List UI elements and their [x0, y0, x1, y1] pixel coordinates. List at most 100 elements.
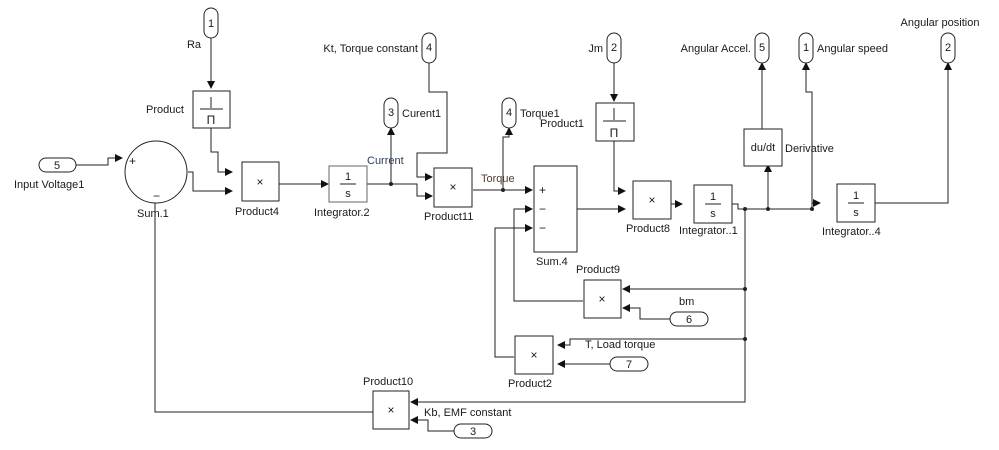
junction-speed-b — [766, 207, 770, 211]
inport-label: Kt, Torque constant — [323, 43, 418, 55]
junction-torque — [501, 188, 505, 192]
block-numerator: 1 — [853, 190, 859, 202]
wire-speed-feedback-bus[interactable] — [410, 209, 746, 406]
inport-load-torque[interactable]: 7 T, Load torque — [585, 339, 655, 372]
junction-speed-a — [743, 207, 747, 211]
block-derivative[interactable]: du/dt Derivative — [743, 128, 834, 167]
wire-speed-to-product2[interactable] — [557, 338, 745, 349]
block-product11[interactable]: × Product11 — [424, 167, 473, 223]
inport-kb[interactable]: 3 Kb, EMF constant — [424, 407, 511, 439]
inport-label: Ra — [187, 39, 202, 51]
junction-dots — [389, 182, 814, 341]
block-label: Integrator.2 — [314, 207, 370, 219]
block-symbol: × — [256, 175, 263, 189]
block-product[interactable]: Π Product — [146, 90, 231, 129]
inport-number: 6 — [686, 314, 692, 326]
block-symbol: × — [598, 292, 605, 306]
outport-number: 5 — [759, 42, 765, 54]
wire-product2-to-sum4[interactable] — [494, 224, 533, 358]
block-label: Integrator..4 — [822, 226, 881, 238]
block-label: Product9 — [576, 264, 620, 276]
block-symbol: Π — [610, 126, 619, 140]
block-numerator: 1 — [345, 171, 351, 183]
inport-kt[interactable]: 4 Kt, Torque constant — [323, 32, 437, 64]
inport-ra[interactable]: 1 Ra — [187, 7, 219, 51]
inport-label: Kb, EMF constant — [424, 407, 511, 419]
outport-angular-position[interactable]: 2 Angular position — [901, 17, 980, 64]
wire-torque-to-outport[interactable] — [502, 127, 513, 190]
inport-number: 7 — [626, 359, 632, 371]
block-denominator: s — [853, 207, 859, 219]
inport-number: 3 — [470, 426, 476, 438]
block-label: Derivative — [785, 143, 834, 155]
inport-number: 2 — [611, 42, 617, 54]
wire-product1-to-product8[interactable] — [613, 140, 626, 195]
inport-label: bm — [679, 296, 694, 308]
block-product4[interactable]: × Product4 — [235, 161, 280, 218]
signal-label-current: Current — [367, 155, 404, 167]
wire-emf-feedback[interactable] — [151, 195, 373, 413]
junction-current — [389, 182, 393, 186]
wire-kt-to-product11[interactable] — [416, 63, 448, 181]
outport-number: 3 — [388, 107, 394, 119]
outport-torque[interactable]: 4 Torque1 — [501, 97, 560, 129]
block-integrator1[interactable]: 1 s Integrator..1 — [679, 184, 738, 237]
sum-sign: + — [129, 154, 136, 168]
junction-speed-c — [810, 207, 814, 211]
block-numerator: 1 — [710, 191, 716, 203]
inport-bm[interactable]: 6 bm — [669, 296, 709, 327]
block-product9[interactable]: × Product9 — [576, 264, 622, 319]
block-symbol: du/dt — [751, 142, 775, 154]
block-label: Product — [146, 104, 184, 116]
block-sum4[interactable]: + − − Sum.4 — [533, 165, 578, 268]
inport-jm[interactable]: 2 Jm — [588, 32, 622, 64]
sum-sign: + — [539, 183, 546, 197]
inport-input-voltage[interactable]: 5 Input Voltage1 — [14, 157, 84, 191]
wire-bm-to-product9[interactable] — [622, 304, 670, 320]
sum-sign: − — [539, 202, 546, 216]
outport-number: 4 — [506, 107, 512, 119]
inport-number: 1 — [208, 18, 214, 30]
block-label: Product2 — [508, 378, 552, 390]
block-label: Product1 — [540, 118, 584, 130]
block-label: Product11 — [424, 211, 473, 223]
outport-number: 2 — [945, 42, 951, 54]
block-product1[interactable]: Π Product1 — [540, 102, 635, 142]
wire-product-to-product4[interactable] — [210, 127, 233, 176]
wire-position-to-outport[interactable] — [875, 62, 952, 204]
block-sum1[interactable]: + − Sum.1 — [124, 140, 188, 220]
sum-sign: − — [539, 221, 546, 235]
block-integrator4[interactable]: 1 s Integrator..4 — [822, 183, 881, 238]
block-symbol: × — [387, 403, 394, 417]
inport-label: Input Voltage1 — [14, 179, 84, 191]
wire-voltage-to-sum1[interactable] — [76, 154, 123, 166]
wire-sum1-to-product4[interactable] — [188, 171, 233, 195]
signal-label-torque: Torque — [481, 173, 515, 185]
block-integrator2[interactable]: 1 s Integrator.2 — [314, 165, 370, 219]
block-label: Product8 — [626, 223, 670, 235]
block-label: Integrator..1 — [679, 225, 738, 237]
outport-label: Torque1 — [520, 108, 560, 120]
block-product10[interactable]: × Product10 — [363, 376, 413, 430]
outport-current[interactable]: 3 Curent1 — [383, 97, 441, 129]
inport-label: Jm — [588, 43, 603, 55]
junction-speed-e — [743, 337, 747, 341]
sum-sign: − — [153, 189, 160, 203]
outport-label: Angular speed — [817, 43, 888, 55]
block-symbol: × — [530, 348, 537, 362]
outport-number: 1 — [803, 42, 809, 54]
outport-angular-accel[interactable]: 5 Angular Accel. — [681, 32, 770, 64]
junction-speed-d — [743, 287, 747, 291]
wire-current[interactable] — [367, 183, 433, 200]
block-label: Product10 — [363, 376, 413, 388]
outport-label: Angular position — [901, 17, 980, 29]
block-label: Sum.4 — [536, 256, 568, 268]
block-product2[interactable]: × Product2 — [508, 335, 554, 390]
wire-speed-to-outport[interactable] — [802, 62, 813, 209]
wire-kb-to-product10[interactable] — [410, 416, 454, 432]
wire-product9-to-sum4[interactable] — [513, 205, 583, 302]
outport-angular-speed[interactable]: 1 Angular speed — [798, 32, 888, 64]
inport-number: 5 — [54, 160, 60, 172]
block-product8[interactable]: × Product8 — [626, 180, 672, 235]
